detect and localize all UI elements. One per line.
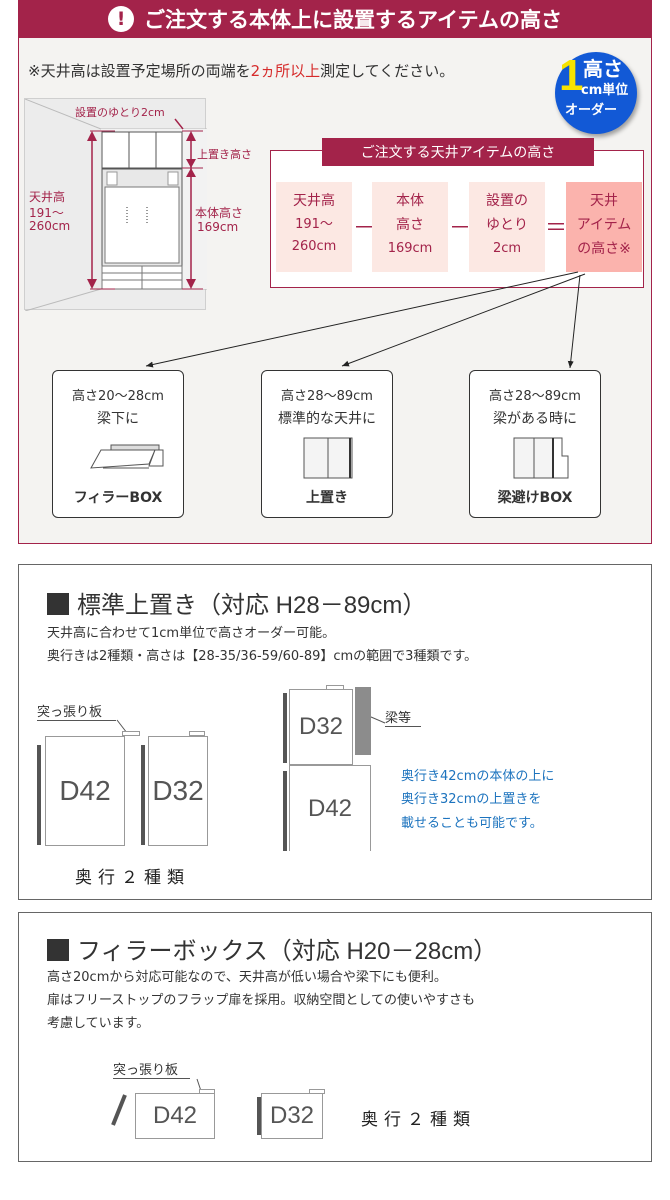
cabinet-d32: D32 [148, 736, 208, 846]
clearance-label: 設置のゆとり2cm [75, 106, 165, 119]
option-card-filler-box[interactable]: 高さ20～28cm 梁下に フィラーBOX [52, 370, 184, 518]
ceiling-range-2: 260cm [29, 219, 71, 233]
door-panel [141, 745, 145, 845]
formula-box-body: 本体 高さ 169cm [372, 182, 448, 272]
section-description: 天井高に合わせて1cm単位で高さオーダー可能。 奥行きは2種類・高さは【28-3… [47, 626, 478, 664]
door-panel [283, 693, 287, 763]
filler-cabinet-d32: D32 [261, 1093, 323, 1139]
depth-types-label: 奥行２種類 [361, 1110, 476, 1130]
header-title: ご注文する本体上に設置するアイテムの高さ [144, 8, 562, 32]
cm-order-badge: 1 高さ cm単位 オーダー [555, 52, 637, 134]
door-panel [257, 1097, 261, 1135]
connector-arrows [145, 271, 586, 369]
depth-types-label: 奥行２種類 [75, 868, 190, 888]
option-card-beam-box[interactable]: 高さ28～89cm 梁がある時に 梁避けBOX [469, 370, 601, 518]
cabinet-d42: D42 [45, 736, 125, 846]
ceiling-range-1: 191～ [29, 206, 64, 220]
top-unit-icon [262, 428, 392, 484]
filler-cabinet-d42: D42 [135, 1093, 215, 1139]
minus-operator: － [353, 216, 376, 241]
beam-box-icon [470, 428, 600, 484]
note-emphasis: 2ヵ所以上 [250, 62, 321, 80]
option-card-top-unit[interactable]: 高さ28～89cm 標準的な天井に 上置き [261, 370, 393, 518]
door-panel [283, 771, 287, 851]
tension-plate-label: 突っ張り板 [37, 701, 117, 721]
room-diagram: 設置のゆとり2cm 上置き高さ 天井高 191～ 260cm 本体高さ 169c… [24, 98, 252, 311]
minus-operator: － [449, 216, 472, 241]
tension-plate [189, 731, 205, 736]
section-title: フィラーボックス（対応 H20－28cm） [47, 931, 497, 966]
formula-box-clearance: 設置の ゆとり 2cm [469, 182, 545, 272]
section-description: 高さ20cmから対応可能なので、天井高が低い場合や梁下にも便利。 扉はフリースト… [47, 970, 475, 1031]
section-header: ! ご注文する本体上に設置するアイテムの高さ [18, 0, 652, 38]
ceiling-label: 天井高 [29, 190, 66, 204]
square-bullet-icon [47, 593, 69, 615]
section-title: 標準上置き（対応 H28－89cm） [47, 585, 426, 620]
body-height-label: 本体高さ [195, 206, 244, 220]
cabinet-diagram-illustration [25, 99, 207, 311]
stacked-top-d32: D32 [289, 689, 353, 765]
equals-operator: ＝ [545, 216, 568, 241]
beam [355, 687, 371, 755]
stacking-note: 奥行き42cmの本体の上に 奥行き32cmの上置きを 載せることも可能です。 [401, 769, 555, 831]
tension-plate-label: 突っ張り板 [113, 1059, 191, 1079]
formula-title: ご注文する天井アイテムの高さ [322, 138, 594, 166]
formula-box-ceiling: 天井高 191～ 260cm [276, 182, 352, 272]
tension-plate [122, 731, 140, 736]
measurement-note: ※天井高は設置予定場所の両端を2ヵ所以上測定してください。 [28, 62, 455, 80]
filler-box-section: フィラーボックス（対応 H20－28cm） 高さ20cmから対応可能なので、天井… [18, 912, 652, 1162]
body-height-value: 169cm [197, 220, 239, 234]
exclamation-icon: ! [108, 6, 135, 32]
stacked-bottom-d42: D42 [289, 765, 371, 851]
standard-top-unit-section: 標準上置き（対応 H28－89cm） 天井高に合わせて1cm単位で高さオーダー可… [18, 564, 652, 900]
top-height-label: 上置き高さ [197, 148, 252, 161]
filler-box-icon [53, 428, 183, 484]
door-panel [37, 745, 41, 845]
square-bullet-icon [47, 939, 69, 961]
beam-label: 梁等 [385, 707, 422, 727]
formula-box-result: 天井 アイテム の高さ※ [566, 182, 642, 272]
